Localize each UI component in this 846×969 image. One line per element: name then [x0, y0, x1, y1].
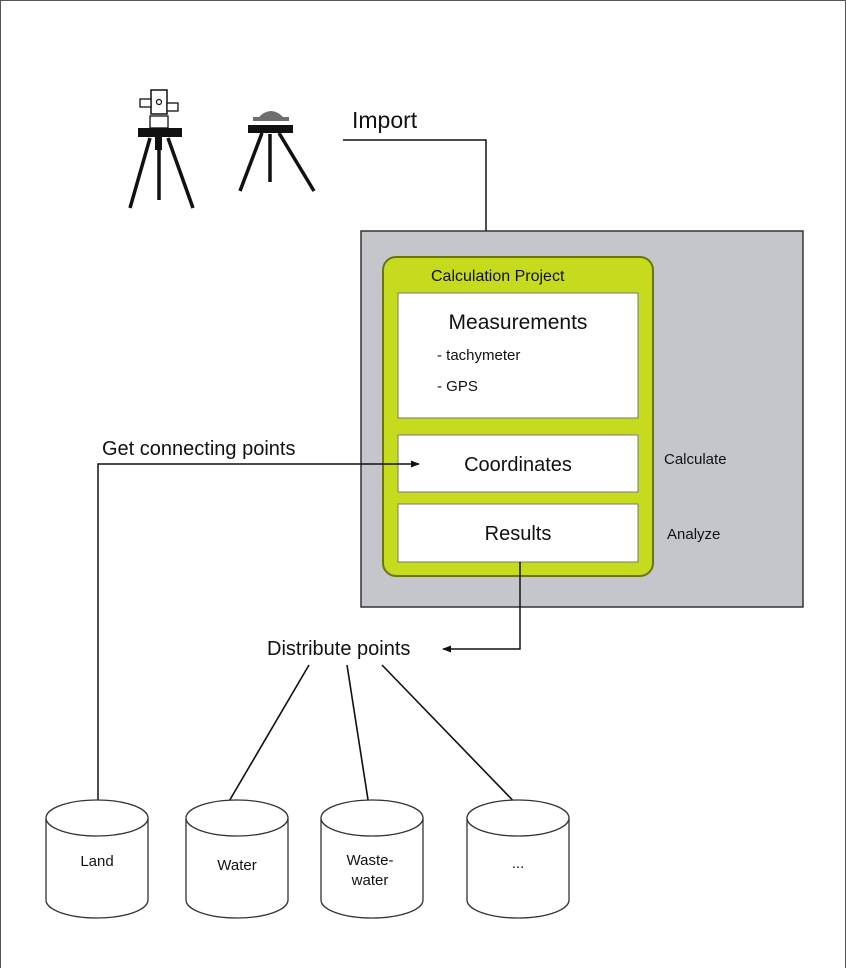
database-wastewater: Waste- water	[320, 799, 424, 919]
database-other-label: ...	[512, 855, 525, 872]
measurements-title: Measurements	[449, 311, 588, 334]
measurements-box	[397, 292, 639, 419]
results-label: Results	[485, 523, 552, 545]
calculate-label: Calculate	[664, 451, 727, 468]
arrow-to-water	[220, 664, 310, 816]
tachymeter-item: - tachymeter	[437, 347, 520, 364]
tachymeter-icon	[128, 89, 195, 209]
database-land-label: Land	[80, 853, 113, 870]
get-connecting-points-label: Get connecting points	[102, 438, 295, 460]
database-water: Water	[185, 799, 289, 919]
gps-item: - GPS	[437, 378, 478, 395]
calculation-project-title: Calculation Project	[431, 268, 565, 285]
coordinates-label: Coordinates	[464, 454, 572, 476]
import-label: Import	[352, 107, 418, 133]
database-land: Land	[45, 799, 149, 919]
connecting-points-arrow	[97, 460, 420, 838]
analyze-label: Analyze	[667, 526, 720, 543]
arrow-to-wastewater	[346, 664, 374, 820]
database-water-label: Water	[217, 857, 256, 874]
import-arrow	[343, 139, 490, 257]
coordinates-box	[397, 434, 639, 493]
results-box	[397, 503, 639, 563]
gps-receiver-icon	[238, 111, 316, 192]
database-wastewater-label-line1: Waste-	[347, 852, 394, 869]
distribute-arrow	[442, 562, 521, 653]
database-wastewater-label-line2: water	[351, 872, 389, 889]
distribute-points-label: Distribute points	[267, 638, 410, 660]
arrow-to-other	[381, 664, 526, 814]
database-other: ...	[466, 799, 570, 919]
